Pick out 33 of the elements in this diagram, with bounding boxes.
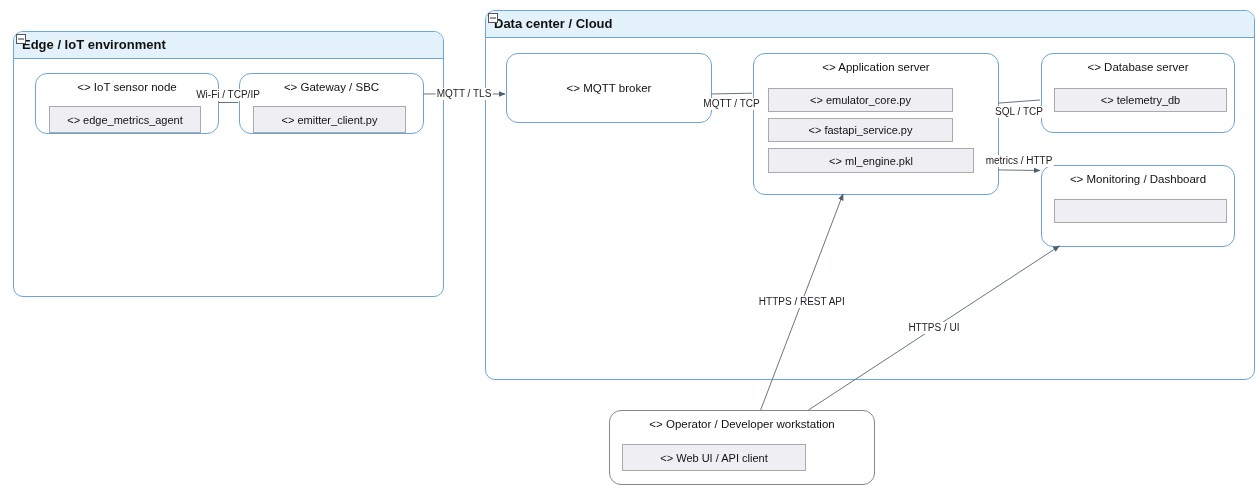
module-label: <> Web UI / API client [660,451,768,464]
component-box [609,410,875,485]
component-box [1041,53,1235,133]
component-box [35,73,219,134]
component-title: <> Application server [821,61,931,73]
module-label: <> fastapi_service.py [808,124,913,136]
edge-label: HTTPS / REST API [757,296,846,308]
component-title: <> Operator / Developer workstation [648,418,836,430]
connector-arrow [808,245,1060,411]
module-box [1054,88,1227,112]
component-title: <> MQTT broker [565,82,653,94]
component-title: <> Database server [1086,61,1190,73]
module-label: <> emulator_core.py [810,94,911,106]
module-box [622,444,806,471]
module-label: <> emitter_client.py [281,113,378,126]
edge-label: HTTPS / UI [907,322,961,334]
module-box [253,106,406,133]
module-label: <> edge_metrics_agent [67,113,183,126]
component-title: <> Monitoring / Dashboard [1068,173,1208,185]
module-box [768,118,953,142]
empty-box [1054,199,1227,223]
component-box [1041,165,1235,247]
module-box [768,88,953,112]
connector-arrow [997,167,1041,174]
module-box [768,148,974,173]
edge-label: metrics / HTTP [984,155,1054,168]
connector-arrow [760,193,844,411]
component-title: <> Gateway / SBC [282,81,381,93]
module-box [49,106,201,133]
module-label: <> telemetry_db [1100,94,1181,106]
component-title: <> IoT sensor node [76,81,178,93]
edge-label: MQTT / TLS [435,87,493,100]
module-label: <> ml_engine.pkl [829,154,913,167]
